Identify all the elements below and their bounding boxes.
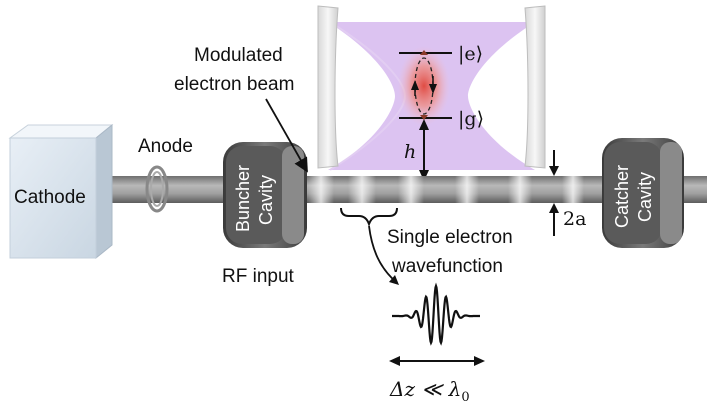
beam-width-label: 2a xyxy=(563,208,586,230)
modulated-label-line1: Modulated xyxy=(194,45,283,66)
transition-arrows xyxy=(411,50,437,120)
bunch-brace xyxy=(340,207,398,227)
single-label-line2: wavefunction xyxy=(391,256,503,277)
buncher-label-line1: Buncher xyxy=(233,165,253,232)
cathode xyxy=(8,123,114,260)
atom-glow xyxy=(398,46,450,126)
single-label-line1: Single electron xyxy=(387,227,513,248)
left-mirror xyxy=(317,5,339,169)
delta-z-label: Δz ≪ λ0 xyxy=(389,377,470,405)
buncher-label-line2: Cavity xyxy=(256,175,276,225)
catcher-label-line2: Cavity xyxy=(635,172,655,222)
ground-state-label: |g⟩ xyxy=(458,108,484,130)
brace-arrow xyxy=(368,225,397,283)
modulated-arrow xyxy=(265,98,308,173)
rf-input-label: RF input xyxy=(222,266,295,287)
right-mirror xyxy=(524,5,546,169)
wavefunction-curve xyxy=(392,282,480,346)
cathode-label: Cathode xyxy=(14,187,86,208)
height-label: h xyxy=(404,141,416,163)
beam-width-marker xyxy=(549,150,559,236)
anode-ring xyxy=(145,165,169,213)
modulated-label-line2: electron beam xyxy=(174,74,294,95)
catcher-label-line1: Catcher xyxy=(612,165,632,228)
excited-state-label: |e⟩ xyxy=(458,43,483,65)
anode-label: Anode xyxy=(138,136,193,157)
beam-bunches xyxy=(308,176,584,203)
catcher-cavity xyxy=(602,138,684,248)
